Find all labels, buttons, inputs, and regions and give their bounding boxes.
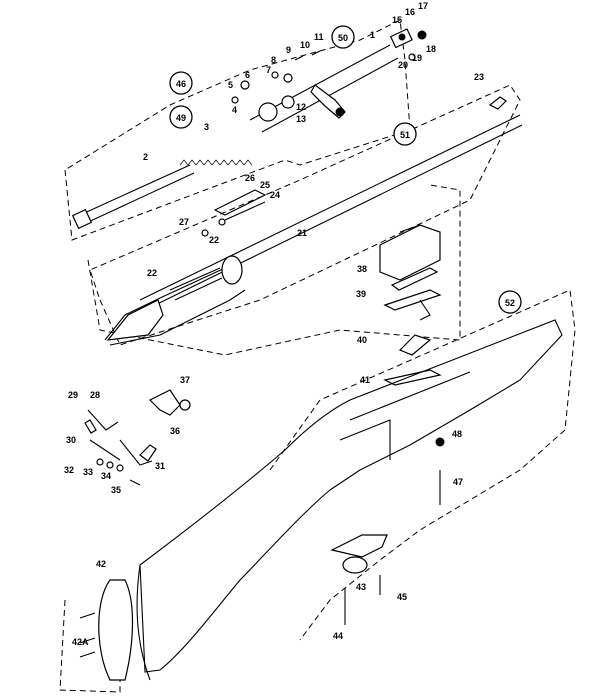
label-2: 2 xyxy=(143,152,148,162)
label-41: 41 xyxy=(360,375,370,385)
trigger-group-drawing xyxy=(84,389,191,486)
label-42: 42 xyxy=(96,559,106,569)
label-3: 3 xyxy=(204,122,209,132)
barrel-receiver-drawing xyxy=(104,96,523,346)
label-49: 49 xyxy=(176,113,186,123)
label-42a: 42A xyxy=(72,637,89,647)
label-22b: 22 xyxy=(147,268,157,278)
label-26: 26 xyxy=(245,173,255,183)
group-callout-46 xyxy=(169,71,193,95)
group-callout-49 xyxy=(169,105,193,129)
label-1: 1 xyxy=(370,30,375,40)
label-5: 5 xyxy=(228,80,233,90)
label-45: 45 xyxy=(397,592,407,602)
label-32: 32 xyxy=(64,465,74,475)
label-16: 16 xyxy=(405,7,415,17)
label-34: 34 xyxy=(101,471,111,481)
label-4: 4 xyxy=(232,105,237,115)
label-6: 6 xyxy=(245,70,250,80)
label-52: 52 xyxy=(505,298,515,308)
label-48: 48 xyxy=(452,429,462,439)
label-50: 50 xyxy=(338,33,348,43)
label-10: 10 xyxy=(300,40,310,50)
label-46: 46 xyxy=(176,79,186,89)
label-51: 51 xyxy=(400,130,410,140)
label-36a: 36 xyxy=(170,426,180,436)
magazine-drawing xyxy=(379,224,442,386)
label-25: 25 xyxy=(260,180,270,190)
label-15: 15 xyxy=(392,15,402,25)
label-18: 18 xyxy=(426,44,436,54)
stock-drawing xyxy=(79,319,563,681)
label-31: 31 xyxy=(155,461,165,471)
label-9: 9 xyxy=(286,45,291,55)
label-39: 39 xyxy=(356,289,366,299)
label-21: 21 xyxy=(297,228,307,238)
label-27: 27 xyxy=(179,217,189,227)
label-19: 19 xyxy=(412,53,422,63)
label-33a: 33 xyxy=(83,467,93,477)
label-29: 29 xyxy=(68,390,78,400)
label-38: 38 xyxy=(357,264,367,274)
label-28: 28 xyxy=(90,390,100,400)
label-8: 8 xyxy=(271,55,276,65)
bolt-assembly-drawing xyxy=(71,28,427,230)
label-7: 7 xyxy=(266,65,271,75)
label-17: 17 xyxy=(418,1,428,11)
group-callout-52 xyxy=(498,290,522,314)
label-11: 11 xyxy=(314,32,324,42)
label-13: 13 xyxy=(296,114,306,124)
label-12: 12 xyxy=(296,102,306,112)
group-callout-51 xyxy=(393,122,417,146)
label-20: 20 xyxy=(398,60,408,70)
group-callout-50 xyxy=(331,25,355,49)
group-boundaries xyxy=(59,19,576,693)
part-number-labels: 46 49 50 51 52 1 2 3 4 5 6 7 8 9 10 11 1… xyxy=(64,1,515,647)
label-30: 30 xyxy=(66,435,76,445)
label-23: 23 xyxy=(474,72,484,82)
label-24: 24 xyxy=(270,190,280,200)
label-47: 47 xyxy=(453,477,463,487)
label-43: 43 xyxy=(356,582,366,592)
group-callouts xyxy=(169,25,522,314)
label-22a: 22 xyxy=(209,235,219,245)
label-40: 40 xyxy=(357,335,367,345)
label-37: 37 xyxy=(180,375,190,385)
label-35: 35 xyxy=(111,485,121,495)
label-44: 44 xyxy=(333,631,343,641)
